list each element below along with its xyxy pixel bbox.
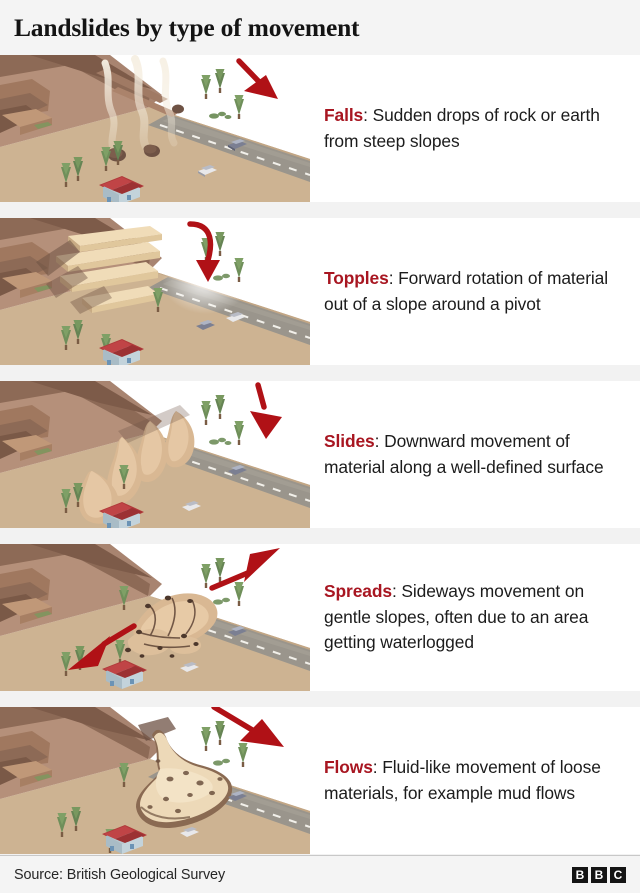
term-flows: Flows bbox=[324, 757, 373, 777]
bbc-logo-letter-1: B bbox=[572, 866, 588, 883]
arrow-diagonal-down-right bbox=[211, 707, 284, 747]
term-sep-falls: : bbox=[363, 105, 368, 125]
header: Landslides by type of movement bbox=[0, 0, 640, 55]
car bbox=[228, 626, 247, 636]
row-slides: Slides: Downward movement of material al… bbox=[0, 381, 640, 528]
term-sep-topples: : bbox=[388, 268, 394, 288]
illustration-falls bbox=[0, 55, 310, 202]
car bbox=[228, 465, 247, 475]
row-spreads: Spreads: Sideways movement on gentle slo… bbox=[0, 544, 640, 691]
illustration-flows bbox=[0, 707, 310, 854]
car bbox=[196, 320, 215, 330]
car bbox=[180, 827, 199, 837]
desc-spreads: Sideways movement on gentle slopes, ofte… bbox=[324, 581, 589, 653]
mud-flow bbox=[136, 729, 233, 829]
house bbox=[99, 502, 144, 528]
spread-blocks bbox=[125, 593, 218, 658]
footer: Source: British Geological Survey B B C bbox=[0, 855, 640, 893]
house bbox=[99, 339, 144, 365]
illustration-spreads bbox=[0, 544, 310, 691]
rows-container: Falls: Sudden drops of rock or earth fro… bbox=[0, 55, 640, 855]
term-slides: Slides bbox=[324, 431, 375, 451]
caption-falls: Falls: Sudden drops of rock or earth fro… bbox=[310, 55, 640, 202]
toppling-slabs bbox=[56, 226, 162, 313]
term-spreads: Spreads bbox=[324, 581, 392, 602]
house bbox=[99, 176, 144, 202]
illustration-slides bbox=[0, 381, 310, 528]
illustration-topples bbox=[0, 218, 310, 365]
arrow-down-right bbox=[236, 58, 278, 99]
row-flows: Flows: Fluid-like movement of loose mate… bbox=[0, 707, 640, 854]
term-sep-slides: : bbox=[374, 431, 380, 451]
car bbox=[198, 165, 217, 177]
slide-tongues bbox=[78, 411, 195, 524]
arrow-down-left bbox=[68, 623, 137, 670]
bbc-logo: B B C bbox=[572, 866, 626, 883]
caption-flows: Flows: Fluid-like movement of loose mate… bbox=[310, 707, 640, 854]
desc-falls: Sudden drops of rock or earth from steep… bbox=[324, 105, 600, 151]
term-falls: Falls bbox=[324, 105, 364, 125]
caption-text-topples: Topples: Forward rotation of material ou… bbox=[324, 266, 628, 317]
row-falls: Falls: Sudden drops of rock or earth fro… bbox=[0, 55, 640, 202]
term-sep-flows: : bbox=[372, 757, 378, 777]
row-topples: Topples: Forward rotation of material ou… bbox=[0, 218, 640, 365]
arrow-curved-down bbox=[187, 221, 220, 282]
bbc-logo-letter-3: C bbox=[610, 866, 626, 883]
caption-text-falls: Falls: Sudden drops of rock or earth fro… bbox=[324, 103, 628, 154]
term-sep-spreads: : bbox=[391, 581, 397, 602]
caption-text-spreads: Spreads: Sideways movement on gentle slo… bbox=[324, 579, 628, 656]
arrow-down bbox=[250, 382, 282, 439]
house bbox=[102, 660, 147, 689]
bbc-logo-letter-2: B bbox=[591, 866, 607, 883]
car bbox=[228, 791, 247, 801]
arrow-up-right bbox=[209, 548, 280, 591]
house bbox=[102, 825, 147, 854]
caption-spreads: Spreads: Sideways movement on gentle slo… bbox=[310, 544, 640, 691]
desc-flows: Fluid-like movement of loose materials, … bbox=[324, 757, 601, 803]
source-label: Source: British Geological Survey bbox=[14, 866, 226, 883]
caption-slides: Slides: Downward movement of material al… bbox=[310, 381, 640, 528]
caption-topples: Topples: Forward rotation of material ou… bbox=[310, 218, 640, 365]
car bbox=[228, 139, 247, 151]
caption-text-flows: Flows: Fluid-like movement of loose mate… bbox=[324, 755, 628, 806]
car bbox=[226, 312, 245, 322]
desc-topples: Forward rotation of material out of a sl… bbox=[324, 268, 608, 314]
caption-text-slides: Slides: Downward movement of material al… bbox=[324, 429, 628, 480]
page-title: Landslides by type of movement bbox=[14, 12, 360, 42]
car bbox=[180, 662, 199, 672]
desc-slides: Downward movement of material along a we… bbox=[324, 431, 604, 477]
term-topples: Topples bbox=[324, 268, 389, 288]
car bbox=[182, 501, 201, 511]
